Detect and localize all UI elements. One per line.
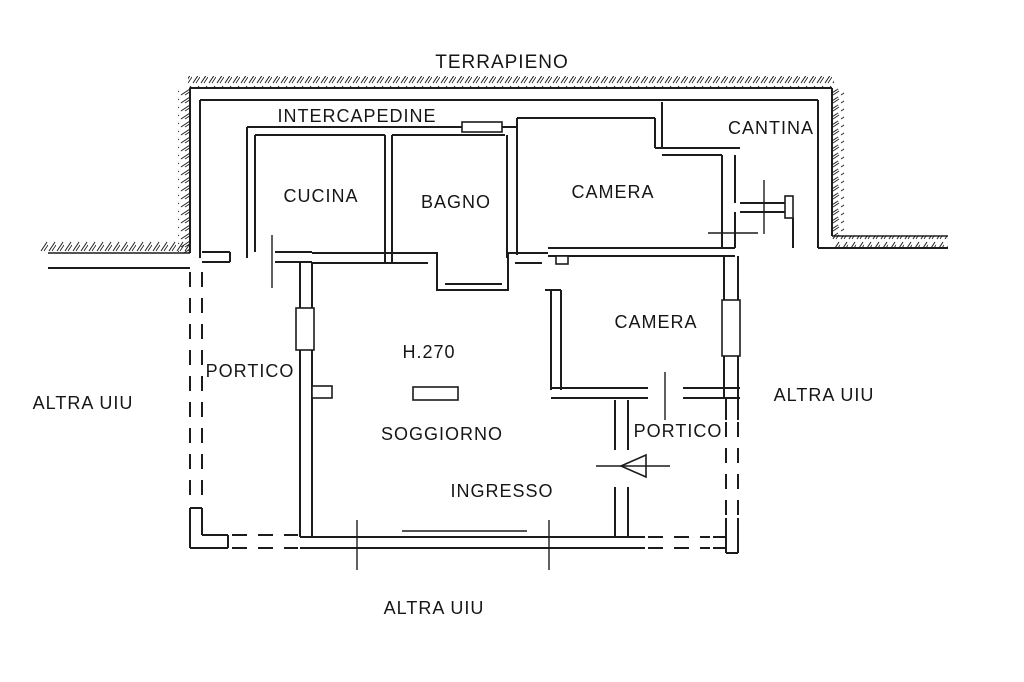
label-bagno: BAGNO	[421, 192, 491, 212]
label-ingresso: INGRESSO	[450, 481, 553, 501]
camera-lower-walls	[545, 247, 741, 420]
soggiorno-walls	[295, 262, 645, 570]
exterior-walls	[48, 87, 948, 269]
portico-right-walls	[596, 398, 739, 554]
wall-tab	[555, 255, 569, 265]
label-cantina: CANTINA	[728, 118, 814, 138]
entrance-door-arrow	[596, 453, 670, 479]
portico-left-boundary	[189, 272, 298, 549]
hatch-left-bottom	[40, 241, 190, 253]
cantina-walls	[661, 100, 819, 248]
cantina-passage-jamb	[784, 195, 794, 219]
label-altra-uiu-bottom: ALTRA UIU	[384, 598, 485, 618]
label-portico-right: PORTICO	[634, 421, 723, 441]
window-camera2	[721, 299, 741, 357]
portico-left-corner-pier	[189, 507, 229, 549]
labels: TERRAPIENO INTERCAPEDINE CANTINA CUCINA …	[33, 52, 875, 618]
bagno-bottom-step-outer	[312, 252, 548, 291]
label-cucina: CUCINA	[283, 186, 358, 206]
top-room-walls	[384, 117, 740, 263]
label-soggiorno: SOGGIORNO	[381, 424, 503, 444]
terrapieno-hatching	[40, 76, 948, 253]
label-altra-uiu-left: ALTRA UIU	[33, 393, 134, 413]
intercapedine-walls	[246, 121, 517, 258]
hatch-left	[178, 88, 190, 253]
label-altra-uiu-right: ALTRA UIU	[774, 385, 875, 405]
portico-right-corner-pier	[713, 518, 739, 554]
hatch-right	[832, 88, 844, 236]
label-height: H.270	[402, 342, 455, 362]
label-portico-left: PORTICO	[206, 361, 295, 381]
label-intercapedine: INTERCAPEDINE	[277, 106, 436, 126]
hatch-right-bottom	[832, 236, 948, 248]
label-camera-bottom: CAMERA	[614, 312, 697, 332]
wall-stub-soggiorno	[311, 385, 333, 399]
label-camera-top: CAMERA	[571, 182, 654, 202]
hatch-top	[188, 76, 834, 88]
pillar-rect	[412, 386, 459, 401]
soggiorno-top-walls	[202, 235, 548, 291]
label-terrapieno: TERRAPIENO	[435, 52, 569, 73]
window-top-bagno	[461, 121, 503, 133]
window-soggiorno-left	[295, 307, 315, 351]
